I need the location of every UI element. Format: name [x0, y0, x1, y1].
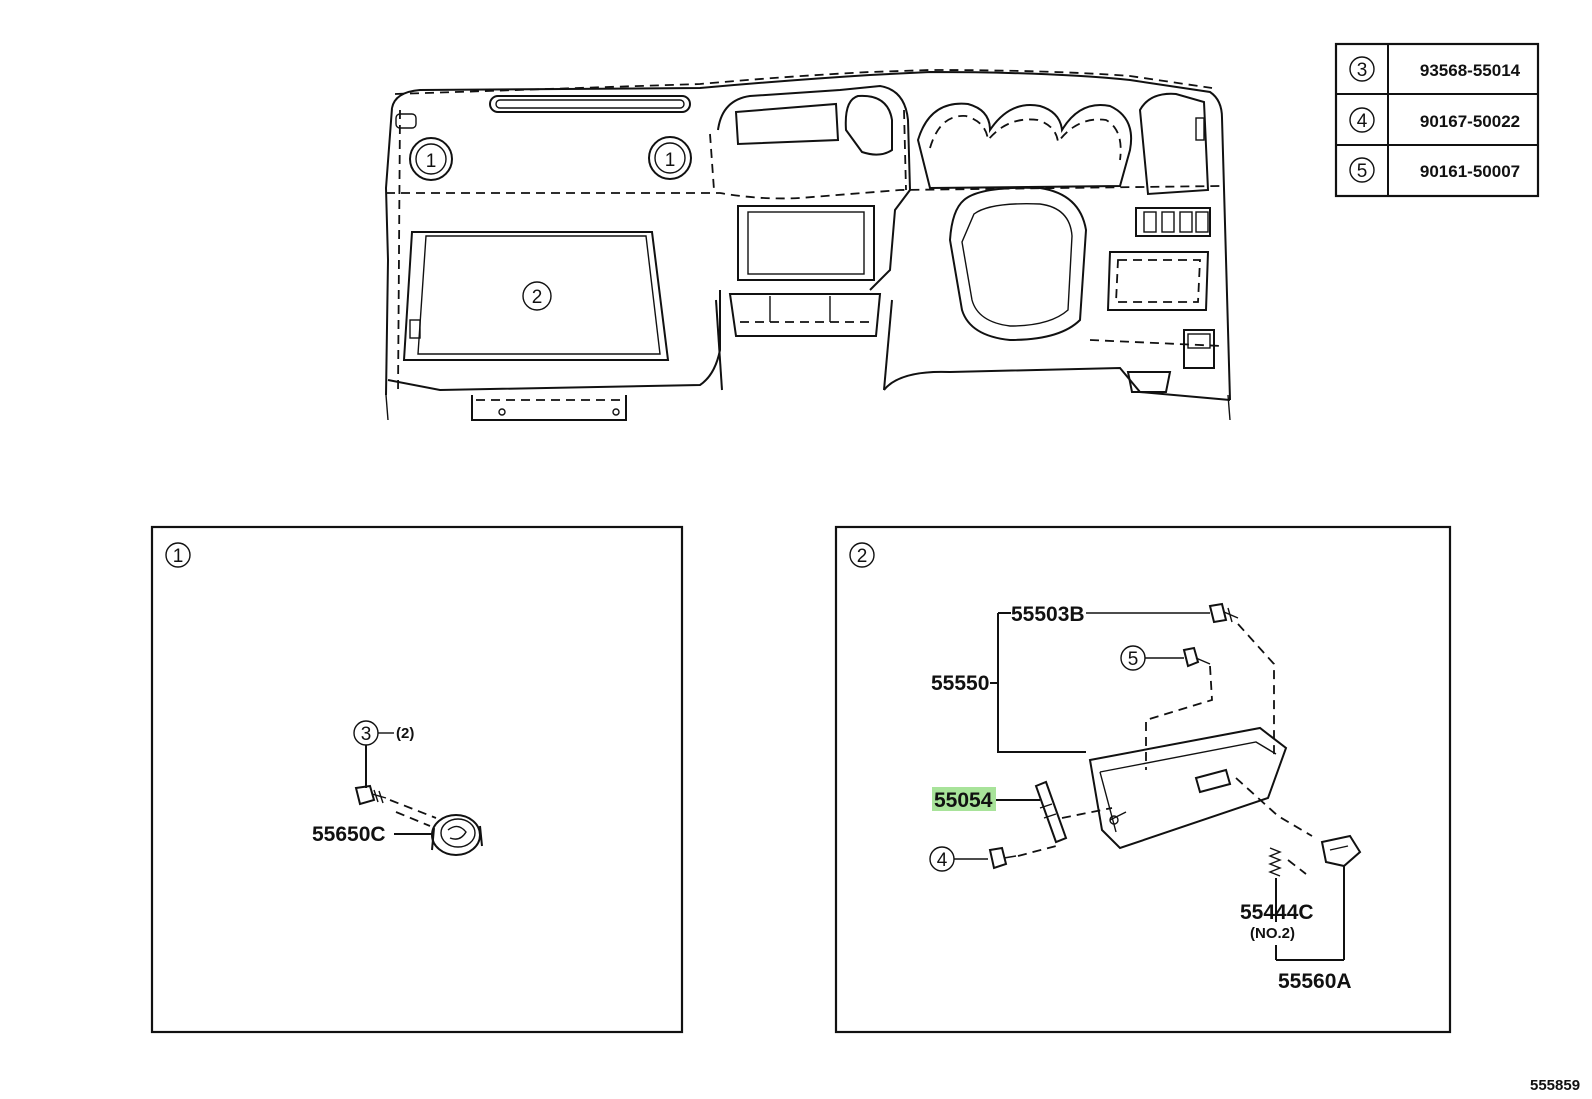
part-label-55560A: 55560A	[1278, 970, 1352, 993]
parts-table-row: 3 93568-55014	[1349, 56, 1521, 82]
ref-circle-icon	[1349, 157, 1375, 183]
parts-table: 3 93568-55014 4 90167-50022 5 90161-5000…	[1334, 42, 1540, 198]
part-label-55444C-note: (NO.2)	[1250, 925, 1295, 942]
callout-qty: (2)	[396, 725, 414, 742]
parts-table-row: 5 90161-50007	[1349, 157, 1520, 183]
highlight-swatch	[932, 787, 996, 811]
table-part-number: 93568-55014	[1420, 61, 1521, 80]
table-part-number: 90161-50007	[1420, 162, 1520, 181]
part-label-55650C: 55650C	[312, 823, 386, 846]
overview-marker-1b: 1	[665, 150, 676, 171]
callout-ref-5: 5	[1128, 649, 1139, 670]
latch-icon	[1320, 834, 1362, 868]
vent-circle-icon	[648, 136, 692, 180]
part-label-55550: 55550	[931, 672, 989, 695]
table-ref: 4	[1357, 111, 1368, 132]
overview-marker-2: 2	[532, 287, 543, 308]
glove-box-icon	[1088, 726, 1288, 850]
table-ref: 3	[1357, 60, 1368, 81]
dashboard-overview-drawing: 1 1 2	[384, 69, 1231, 421]
screw-icon	[1182, 646, 1211, 668]
glovebox-callout-icon	[522, 281, 552, 311]
part-label-55444C: 55444C	[1240, 901, 1314, 924]
detail-panel-2: 2 55503B 55550 5	[834, 525, 1452, 1034]
air-vent-icon	[431, 814, 483, 856]
table-ref: 5	[1357, 161, 1368, 182]
part-label-55503B: 55503B	[1011, 603, 1085, 626]
parts-table-row: 4 90167-50022	[1349, 107, 1520, 133]
overview-marker-1: 1	[426, 151, 437, 172]
clip-icon	[1208, 602, 1239, 624]
panel-2-title: 2	[857, 546, 868, 567]
ref-circle-icon	[1349, 56, 1375, 82]
table-part-number: 90167-50022	[1420, 112, 1520, 131]
panel-1-title: 1	[173, 546, 184, 567]
panel-index-icon	[849, 542, 875, 568]
panel-index-icon	[165, 542, 191, 568]
spring-icon	[1268, 847, 1282, 877]
screw-icon	[354, 784, 387, 806]
ref-circle-icon	[1349, 107, 1375, 133]
vent-circle-icon	[409, 137, 453, 181]
diagram-id: 555859	[1530, 1077, 1580, 1094]
pin-icon	[1034, 780, 1068, 844]
bolt-icon	[988, 846, 1017, 870]
detail-panel-1: 1 3 (2) 55650C	[150, 525, 684, 1034]
callout-ref-4: 4	[937, 850, 948, 871]
part-label-55054: 55054	[934, 789, 993, 812]
callout-ref-3: 3	[361, 724, 372, 745]
